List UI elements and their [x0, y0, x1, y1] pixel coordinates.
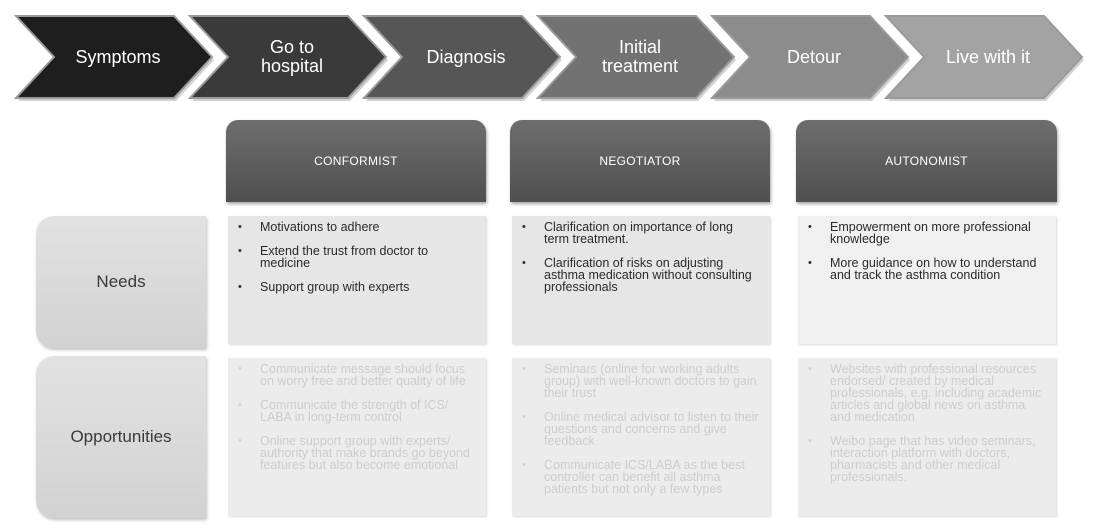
bullet-list: Clarification on importance of long term…: [522, 221, 760, 294]
process-step-chevron: [13, 15, 214, 99]
bullet-item: Clarification of risks on adjusting asth…: [522, 257, 760, 294]
process-step-label: Initial treatment: [601, 37, 679, 76]
row-label-text: Needs: [96, 272, 146, 291]
bullet-item: Support group with experts: [238, 281, 476, 294]
persona-header-conformist: CONFORMIST: [226, 120, 486, 202]
opportunities-cell-negotiator: Seminars (online for working adults grou…: [512, 358, 770, 516]
bullet-list: Communicate message should focus on worr…: [238, 363, 476, 472]
process-step-chevron: [535, 15, 736, 99]
bullet-list: Websites with professional resources end…: [808, 363, 1046, 484]
needs-cell-conformist: Motivations to adhereExtend the trust fr…: [228, 216, 486, 344]
process-step-chevron: [187, 15, 388, 99]
bullet-item: Communicate the strength of ICS/ LABA in…: [238, 399, 476, 424]
opportunities-cell-conformist: Communicate message should focus on worr…: [228, 358, 486, 516]
process-step-label: Live with it: [945, 46, 1031, 67]
bullet-item: Seminars (online for working adults grou…: [522, 363, 760, 400]
bullet-item: Online support group with experts/ autho…: [238, 435, 476, 472]
persona-header-negotiator: NEGOTIATOR: [510, 120, 770, 202]
process-step-label: Diagnosis: [426, 46, 506, 67]
bullet-list: Empowerment on more professional knowled…: [808, 221, 1046, 282]
process-step-chevron: [361, 15, 562, 99]
needs-cell-negotiator: Clarification on importance of long term…: [512, 216, 770, 344]
bullet-list: Seminars (online for working adults grou…: [522, 363, 760, 496]
process-step-label: Go to hospital: [260, 37, 324, 76]
needs-cell-autonomist: Empowerment on more professional knowled…: [798, 216, 1056, 344]
persona-label: NEGOTIATOR: [599, 154, 681, 168]
bullet-item: Motivations to adhere: [238, 221, 476, 234]
bullet-item: Communicate message should focus on worr…: [238, 363, 476, 388]
bullet-item: Online medical advisor to listen to thei…: [522, 411, 760, 448]
bullet-item: More guidance on how to understand and t…: [808, 257, 1046, 282]
row-label-text: Opportunities: [70, 427, 172, 446]
process-step-chevron: [883, 15, 1084, 99]
process-step-chevron: [709, 15, 910, 99]
bullet-item: Empowerment on more professional knowled…: [808, 221, 1046, 246]
persona-label: AUTONOMIST: [885, 154, 968, 168]
process-arrow-chain: [13, 15, 1084, 101]
bullet-item: Clarification on importance of long term…: [522, 221, 760, 246]
persona-label: CONFORMIST: [314, 154, 398, 168]
bullet-item: Websites with professional resources end…: [808, 363, 1046, 424]
row-label-opportunities: Opportunities: [36, 356, 206, 518]
row-label-needs: Needs: [36, 216, 206, 348]
opportunities-cell-autonomist: Websites with professional resources end…: [798, 358, 1056, 516]
bullet-item: Weibo page that has video seminars, inte…: [808, 435, 1046, 484]
bullet-item: Communicate ICS/LABA as the best control…: [522, 459, 760, 496]
bullet-item: Extend the trust from doctor to medicine: [238, 245, 476, 270]
bullet-list: Motivations to adhereExtend the trust fr…: [238, 221, 476, 294]
persona-header-autonomist: AUTONOMIST: [796, 120, 1057, 202]
process-step-label: Symptoms: [75, 46, 161, 67]
process-step-label: Detour: [786, 46, 842, 67]
